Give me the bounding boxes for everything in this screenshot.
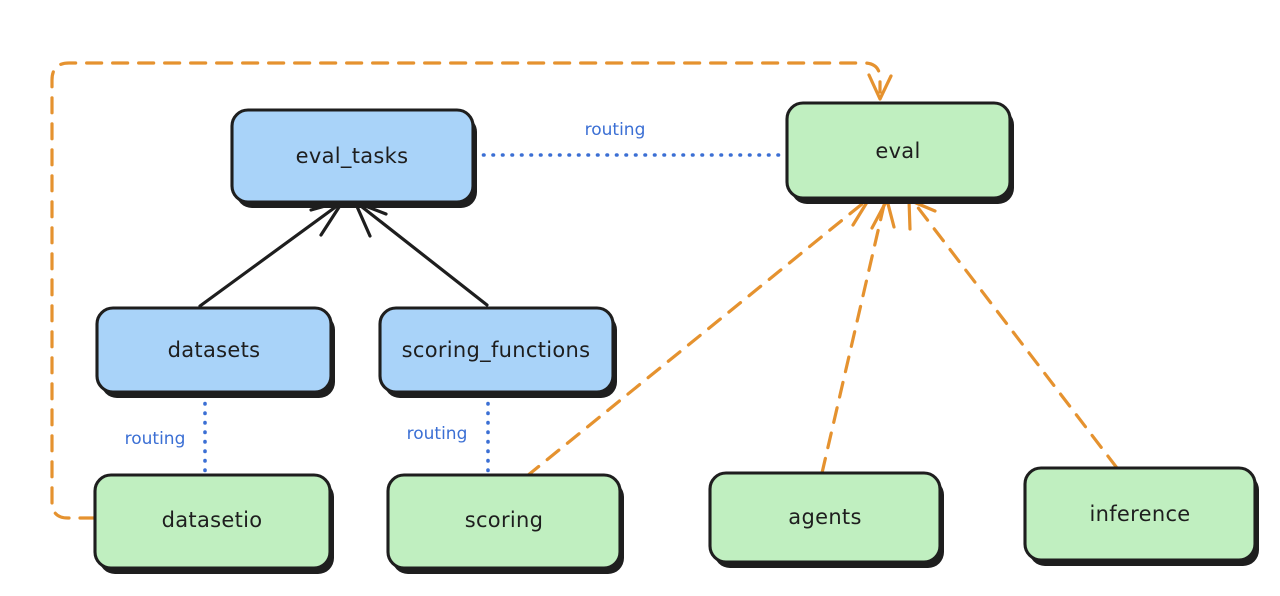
node-eval-body[interactable] xyxy=(785,101,1012,200)
node-agents-label: agents xyxy=(788,505,861,529)
node-datasetio[interactable]: datasetio xyxy=(93,473,334,574)
node-eval_tasks-label: eval_tasks xyxy=(296,144,409,169)
node-scoring[interactable]: scoring xyxy=(386,473,624,574)
node-datasets[interactable]: datasets xyxy=(95,306,335,398)
edge-label-routing-eval_tasks-eval: routing xyxy=(585,120,646,140)
node-inference[interactable]: inference xyxy=(1023,466,1259,566)
node-scoring-label: scoring xyxy=(465,508,544,532)
edge-label-routing-scoring_functions-scoring: routing xyxy=(407,424,468,444)
edge-label-layer: routing routing routing xyxy=(125,120,646,449)
edge-inference-to-eval xyxy=(907,198,1119,470)
node-datasetio-label: datasetio xyxy=(162,508,263,532)
node-eval_tasks-body[interactable] xyxy=(230,108,475,204)
edge-label-routing-datasets-datasetio: routing xyxy=(125,429,186,449)
arrowhead-agents-eval xyxy=(870,198,896,230)
node-scoring-body[interactable] xyxy=(386,473,622,570)
node-scoring_functions-body[interactable] xyxy=(378,306,615,394)
node-eval-label: eval xyxy=(875,139,920,163)
edge-datasets-to-eval_tasks xyxy=(198,199,345,308)
node-inference-body[interactable] xyxy=(1023,466,1257,562)
edge-scoring_functions-to-eval_tasks xyxy=(353,200,489,307)
node-scoring_functions[interactable]: scoring_functions xyxy=(378,306,617,398)
node-layer: eval_tasks eval datasets scoring_functio… xyxy=(93,101,1259,574)
edge-datasetio-to-eval xyxy=(50,61,893,520)
arrowhead-down-eval xyxy=(867,73,893,101)
node-inference-label: inference xyxy=(1089,502,1190,526)
node-agents-body[interactable] xyxy=(708,471,942,564)
node-agents[interactable]: agents xyxy=(708,471,944,568)
node-datasets-body[interactable] xyxy=(95,306,333,394)
node-datasets-label: datasets xyxy=(168,338,261,362)
node-scoring_functions-label: scoring_functions xyxy=(402,338,591,363)
node-eval_tasks[interactable]: eval_tasks xyxy=(230,108,477,208)
edge-agents-to-eval xyxy=(820,198,896,475)
node-eval[interactable]: eval xyxy=(785,101,1014,204)
node-datasetio-body[interactable] xyxy=(93,473,332,570)
